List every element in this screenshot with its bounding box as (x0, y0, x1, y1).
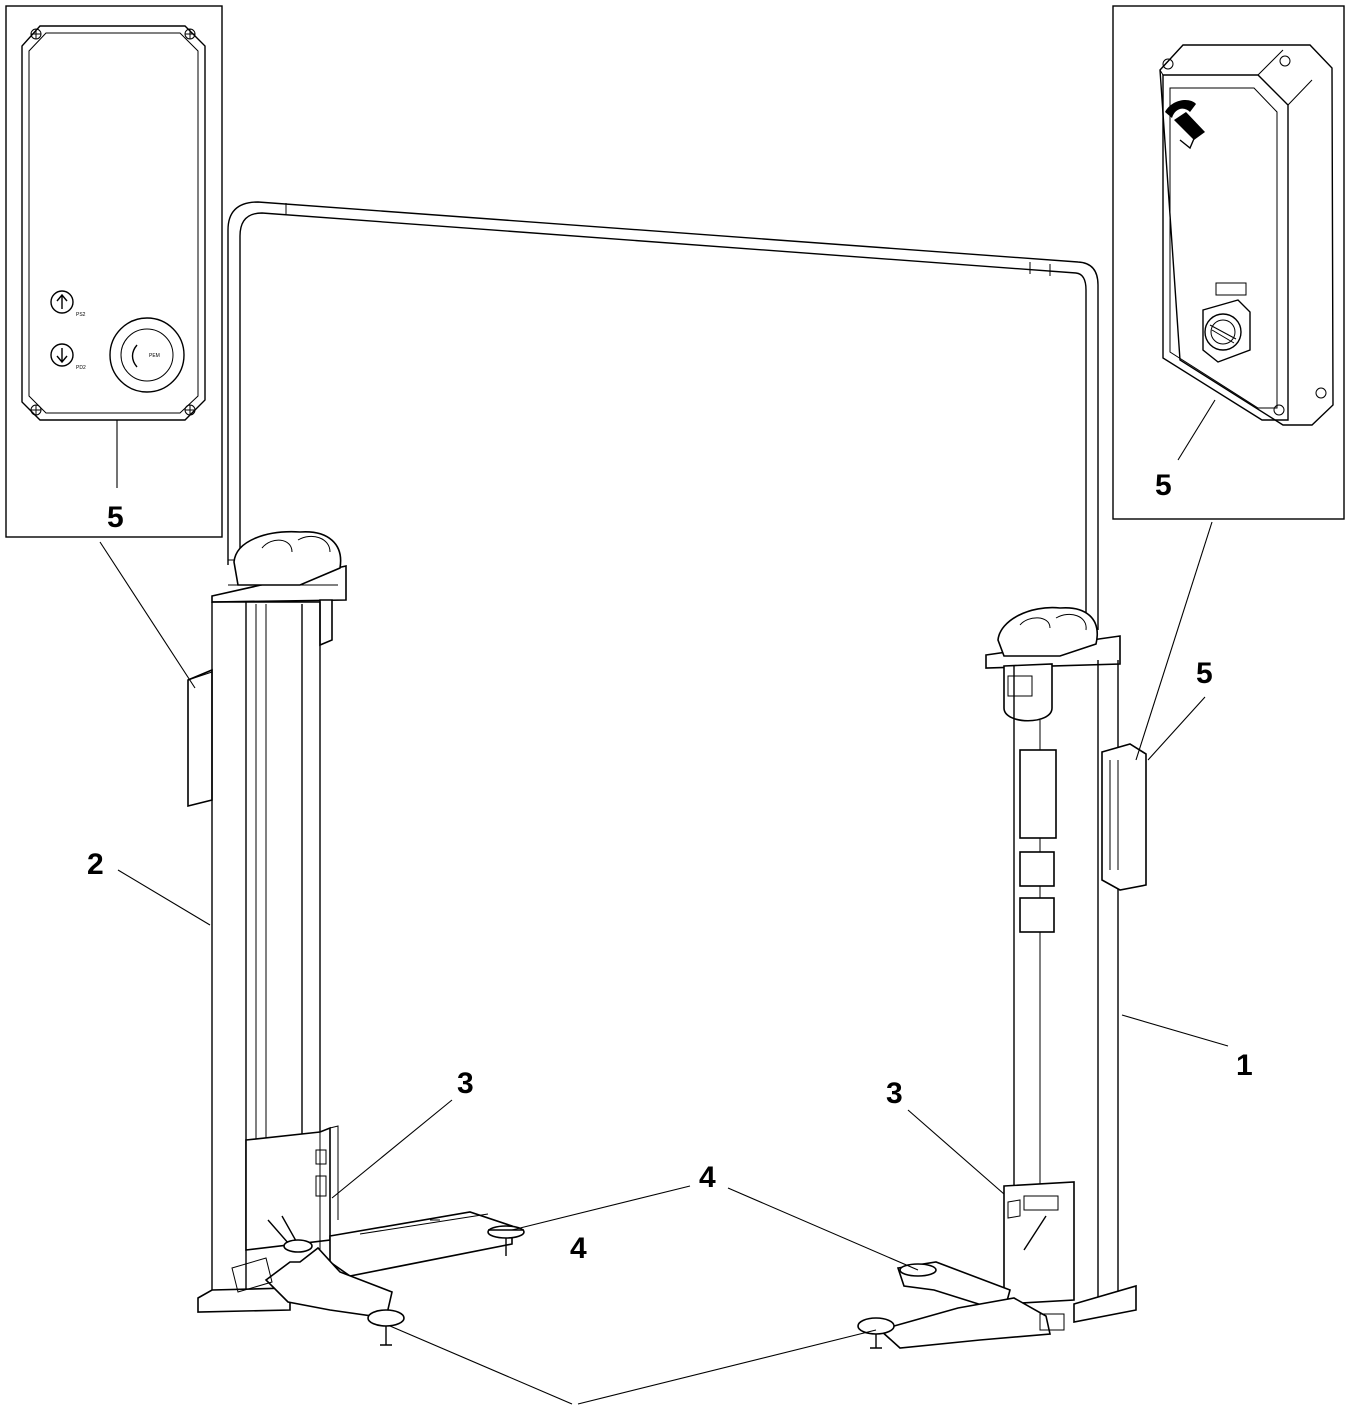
callout-3-right-carriage: 3 (886, 1077, 903, 1110)
up-button: PS2 (50, 290, 86, 318)
down-button: PD2 (50, 343, 86, 371)
arrow-down-icon (56, 348, 68, 364)
callout-5-column-box: 5 (1196, 657, 1213, 690)
brand-logo-icon (1165, 100, 1205, 150)
callout-4-arm-mid: 4 (570, 1232, 587, 1265)
right-column (857, 606, 1147, 1349)
up-button-label: PS2 (76, 312, 86, 318)
overhead-tube (227, 201, 1099, 630)
callout-1-right-column: 1 (1236, 1049, 1253, 1082)
callout-2-left-column: 2 (87, 848, 104, 881)
callout-5-inset-right: 5 (1155, 469, 1172, 502)
main-switch-label: PEM (149, 353, 160, 359)
inset-right-control-box: 5 (1112, 5, 1345, 520)
callout-3-left-carriage: 3 (457, 1067, 474, 1100)
arrow-up-icon (56, 293, 68, 309)
inset-left-control-panel: PS2 PD2 PEM 5 (5, 5, 223, 538)
leader-lines (99, 521, 1229, 1405)
screw-icon (30, 28, 196, 416)
rotary-switch (1202, 282, 1251, 363)
callout-5-inset-left: 5 (107, 501, 124, 534)
callout-4-arm-top: 4 (699, 1161, 716, 1194)
main-switch: PEM (109, 317, 185, 393)
rotary-switch-icon (131, 344, 138, 368)
down-button-label: PD2 (76, 365, 86, 371)
left-column (187, 530, 525, 1346)
